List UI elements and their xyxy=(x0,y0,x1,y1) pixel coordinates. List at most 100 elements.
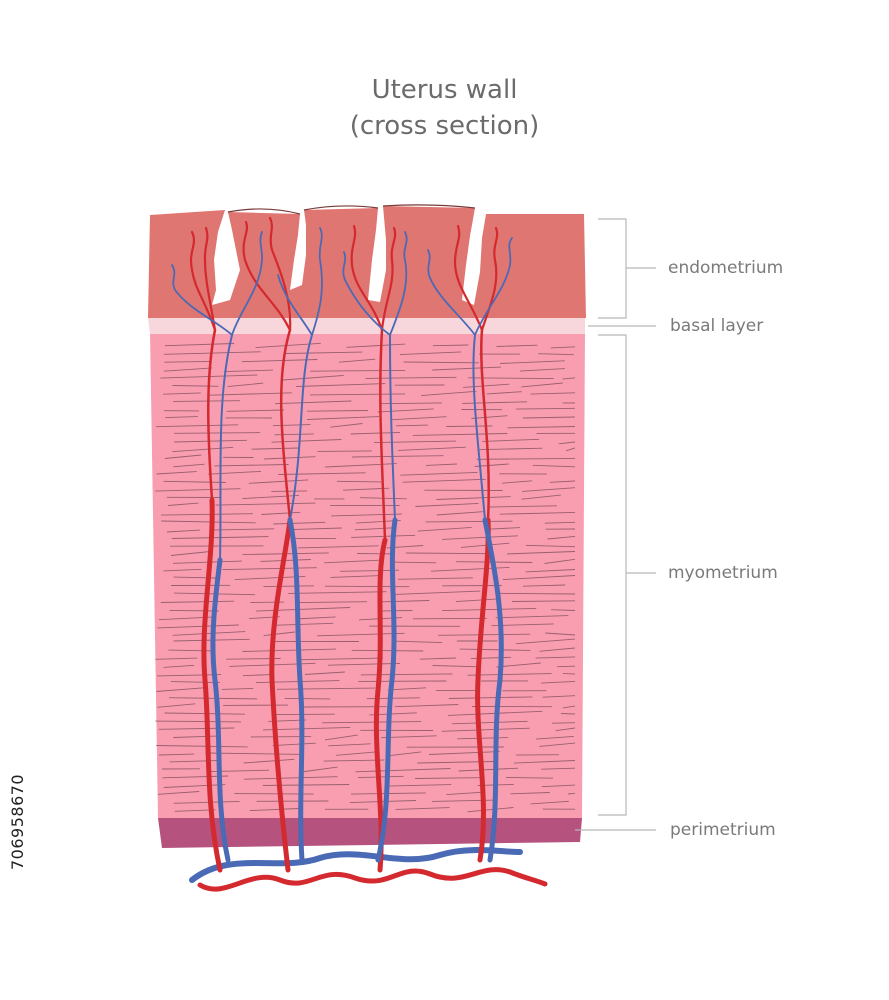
muscle-fiber-line xyxy=(328,743,371,747)
muscle-fiber-line xyxy=(156,424,239,428)
muscle-fiber-line xyxy=(157,703,196,708)
muscle-fiber-line xyxy=(506,551,576,555)
muscle-fiber-line xyxy=(263,631,295,637)
muscle-fiber-line xyxy=(163,392,201,395)
muscle-fiber-line xyxy=(282,374,344,381)
muscle-fiber-line xyxy=(172,385,219,387)
muscle-fiber-line xyxy=(276,687,375,690)
muscle-fiber-line xyxy=(462,401,528,404)
muscle-fiber-line xyxy=(558,441,576,445)
muscle-fiber-line xyxy=(155,720,242,723)
muscle-fiber-line xyxy=(392,416,447,421)
muscle-fiber-line xyxy=(496,662,541,668)
muscle-fiber-line xyxy=(307,410,369,412)
muscle-fiber-line xyxy=(158,727,235,730)
muscle-fiber-line xyxy=(263,726,351,731)
label-brackets xyxy=(575,218,656,831)
muscle-fiber-line xyxy=(499,511,576,515)
muscle-fiber-line xyxy=(248,479,309,484)
muscle-fiber-line xyxy=(403,361,479,364)
muscle-fiber-line xyxy=(249,808,299,812)
muscle-fiber-line xyxy=(515,638,576,645)
venules xyxy=(171,227,513,336)
muscle-fiber-line xyxy=(272,742,316,747)
muscle-fiber-line xyxy=(170,681,220,684)
muscle-fiber-line xyxy=(512,600,576,602)
label-basal-layer: basal layer xyxy=(670,316,764,336)
muscle-fiber-line xyxy=(317,450,372,452)
muscle-fiber-line xyxy=(436,496,511,500)
muscle-fiber-line xyxy=(242,494,300,500)
label-endometrium: endometrium xyxy=(668,258,784,278)
radial-veins xyxy=(210,334,504,863)
muscle-fiber-line xyxy=(551,722,576,724)
muscle-fiber-line xyxy=(349,800,417,804)
diagram-title: Uterus wall xyxy=(371,75,518,105)
muscle-fiber-line xyxy=(525,569,576,573)
muscle-fiber-line xyxy=(273,424,311,427)
muscle-fiber-line xyxy=(169,697,258,700)
muscle-fiber-line xyxy=(169,759,222,763)
muscle-fiber-line xyxy=(390,561,437,564)
muscle-fiber-line xyxy=(549,480,576,483)
muscle-fiber-line xyxy=(227,382,264,388)
muscle-fiber-line xyxy=(398,446,466,451)
muscle-fiber-line xyxy=(298,601,368,604)
muscle-fiber-line xyxy=(463,383,510,388)
muscle-fiber-line xyxy=(351,534,416,538)
muscle-fiber-line xyxy=(510,792,550,795)
muscle-fiber-line xyxy=(158,753,195,756)
muscle-fiber-line xyxy=(163,664,195,668)
muscle-fiber-line xyxy=(355,768,451,773)
muscle-fiber-line xyxy=(538,353,574,356)
endometrium-layer xyxy=(148,206,586,318)
muscle-fiber-line xyxy=(388,751,422,757)
muscle-fiber-line xyxy=(306,416,380,420)
muscle-fiber-line xyxy=(436,511,483,516)
muscle-fiber-line xyxy=(155,657,198,660)
muscle-fiber-line xyxy=(438,633,531,636)
muscle-fiber-line xyxy=(432,366,502,371)
muscle-fiber-line xyxy=(242,648,337,652)
muscle-fiber-line xyxy=(441,727,530,732)
muscle-fiber-line xyxy=(330,423,363,428)
label-perimetrium: perimetrium xyxy=(670,820,776,840)
muscle-fiber-line xyxy=(530,800,569,805)
muscle-fiber-line xyxy=(173,800,240,804)
muscle-fiber-line xyxy=(387,687,427,691)
muscle-fiber-line xyxy=(169,609,219,612)
muscle-fiber-line xyxy=(173,432,261,434)
label-myometrium: myometrium xyxy=(668,563,778,583)
muscle-fiber-line xyxy=(274,433,314,436)
vein-arcuate xyxy=(189,847,523,883)
muscle-fiber-line xyxy=(467,807,514,813)
muscle-fiber-line xyxy=(386,784,452,787)
muscle-fiber-line xyxy=(544,558,576,564)
muscle-fiber-line xyxy=(497,592,576,595)
muscle-fiber-line xyxy=(309,393,406,396)
muscle-fiber-line xyxy=(394,704,459,708)
artery-arcuate xyxy=(197,867,548,892)
muscle-fiber-line xyxy=(170,551,211,556)
muscle-fiber-line xyxy=(539,647,576,652)
muscle-fiber-line xyxy=(163,367,213,372)
muscle-fiber-line xyxy=(446,791,486,796)
muscle-fiber-line xyxy=(487,505,557,508)
muscle-fiber-line xyxy=(336,480,382,483)
muscle-fiber-line xyxy=(425,520,513,523)
diagram-subtitle: (cross section) xyxy=(349,111,540,141)
muscle-fiber-line xyxy=(168,502,199,506)
muscle-fiber-line xyxy=(522,584,566,587)
muscle-fiber-line xyxy=(301,766,338,773)
muscle-fiber-line xyxy=(160,600,235,603)
muscle-fiber-line xyxy=(322,721,422,724)
muscle-fiber-line xyxy=(208,470,262,475)
muscle-fiber-line xyxy=(556,665,576,668)
muscle-fiber-line xyxy=(507,426,576,429)
muscle-fiber-line xyxy=(251,447,299,450)
muscle-fiber-line xyxy=(535,735,574,740)
muscle-fiber-line xyxy=(263,456,316,460)
muscle-fiber-line xyxy=(532,464,576,468)
muscle-fiber-line xyxy=(173,400,241,402)
